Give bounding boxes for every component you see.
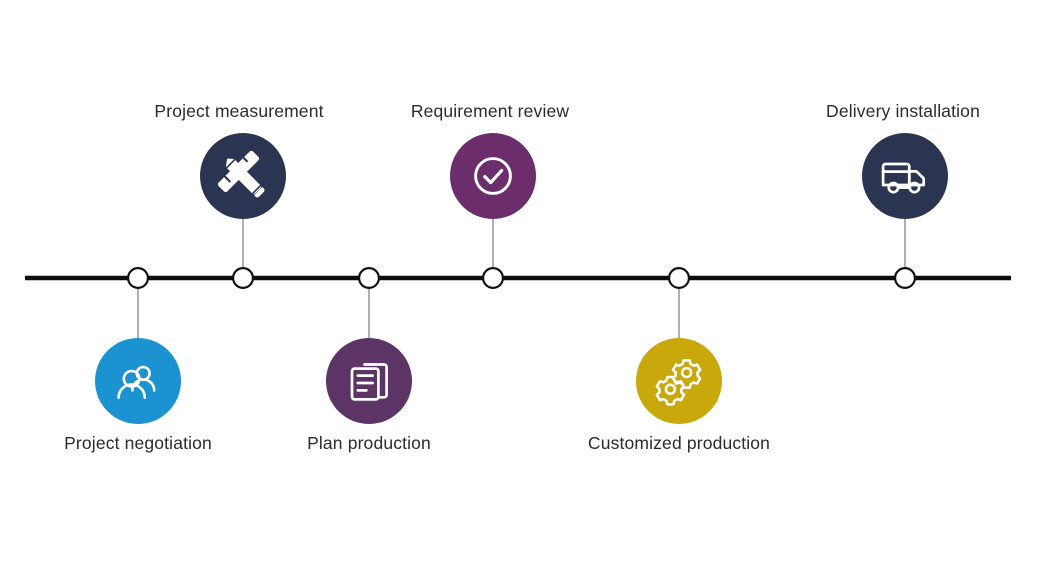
label-plan-production: Plan production <box>307 433 431 453</box>
icon-bubbles <box>95 133 948 424</box>
icon-bubble-project-negotiation[interactable] <box>95 338 181 424</box>
bubble-disc-plan-production <box>326 338 412 424</box>
icon-bubble-customized-production[interactable] <box>636 338 722 424</box>
label-project-negotiation: Project negotiation <box>64 433 212 453</box>
label-requirement-review: Requirement review <box>410 101 570 121</box>
node-marker-project-negotiation[interactable] <box>127 267 150 290</box>
icon-bubble-project-measurement[interactable] <box>200 133 286 219</box>
label-project-measurement: Project measurement <box>154 101 324 121</box>
node-marker-customized-production[interactable] <box>667 267 690 290</box>
node-marker-plan-production[interactable] <box>358 267 381 290</box>
node-marker-requirement-review[interactable] <box>482 267 505 290</box>
timeline-node-markers <box>127 267 916 290</box>
bubble-disc-requirement-review <box>450 133 536 219</box>
label-delivery-installation: Delivery installation <box>826 101 980 121</box>
node-marker-delivery-installation[interactable] <box>893 267 916 290</box>
label-customized-production: Customized production <box>587 433 771 453</box>
icon-bubble-plan-production[interactable] <box>326 338 412 424</box>
icon-bubble-delivery-installation[interactable] <box>862 133 948 219</box>
icon-bubble-requirement-review[interactable] <box>450 133 536 219</box>
node-marker-project-measurement[interactable] <box>232 267 255 290</box>
bubble-disc-delivery-installation <box>862 133 948 219</box>
